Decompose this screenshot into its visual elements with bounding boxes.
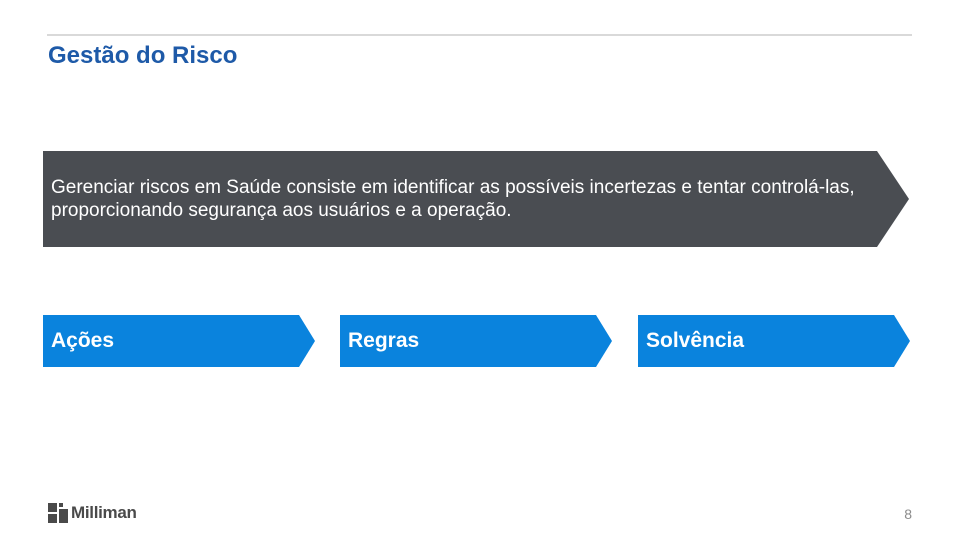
milliman-logo-icon: [48, 503, 68, 523]
banner-arrow-shape: [43, 151, 909, 247]
definition-banner: Gerenciar riscos em Saúde consiste em id…: [43, 151, 909, 247]
slide-title: Gestão do Risco: [48, 42, 238, 69]
step-label: Ações: [51, 329, 115, 352]
page-number: 8: [904, 506, 912, 522]
banner-text: Gerenciar riscos em Saúde consiste em id…: [51, 177, 855, 221]
step-acoes: Ações: [43, 315, 315, 367]
step-regras: Regras: [340, 315, 612, 367]
logo-text: Milliman: [71, 503, 137, 522]
step-arrow-shape: [638, 315, 910, 367]
step-label: Regras: [348, 329, 420, 352]
step-label: Solvência: [646, 329, 745, 352]
title-divider: [47, 34, 912, 36]
step-arrow-shape: [43, 315, 315, 367]
milliman-logo: Milliman: [48, 503, 137, 523]
step-solvencia: Solvência: [638, 315, 910, 367]
step-arrow-shape: [340, 315, 612, 367]
